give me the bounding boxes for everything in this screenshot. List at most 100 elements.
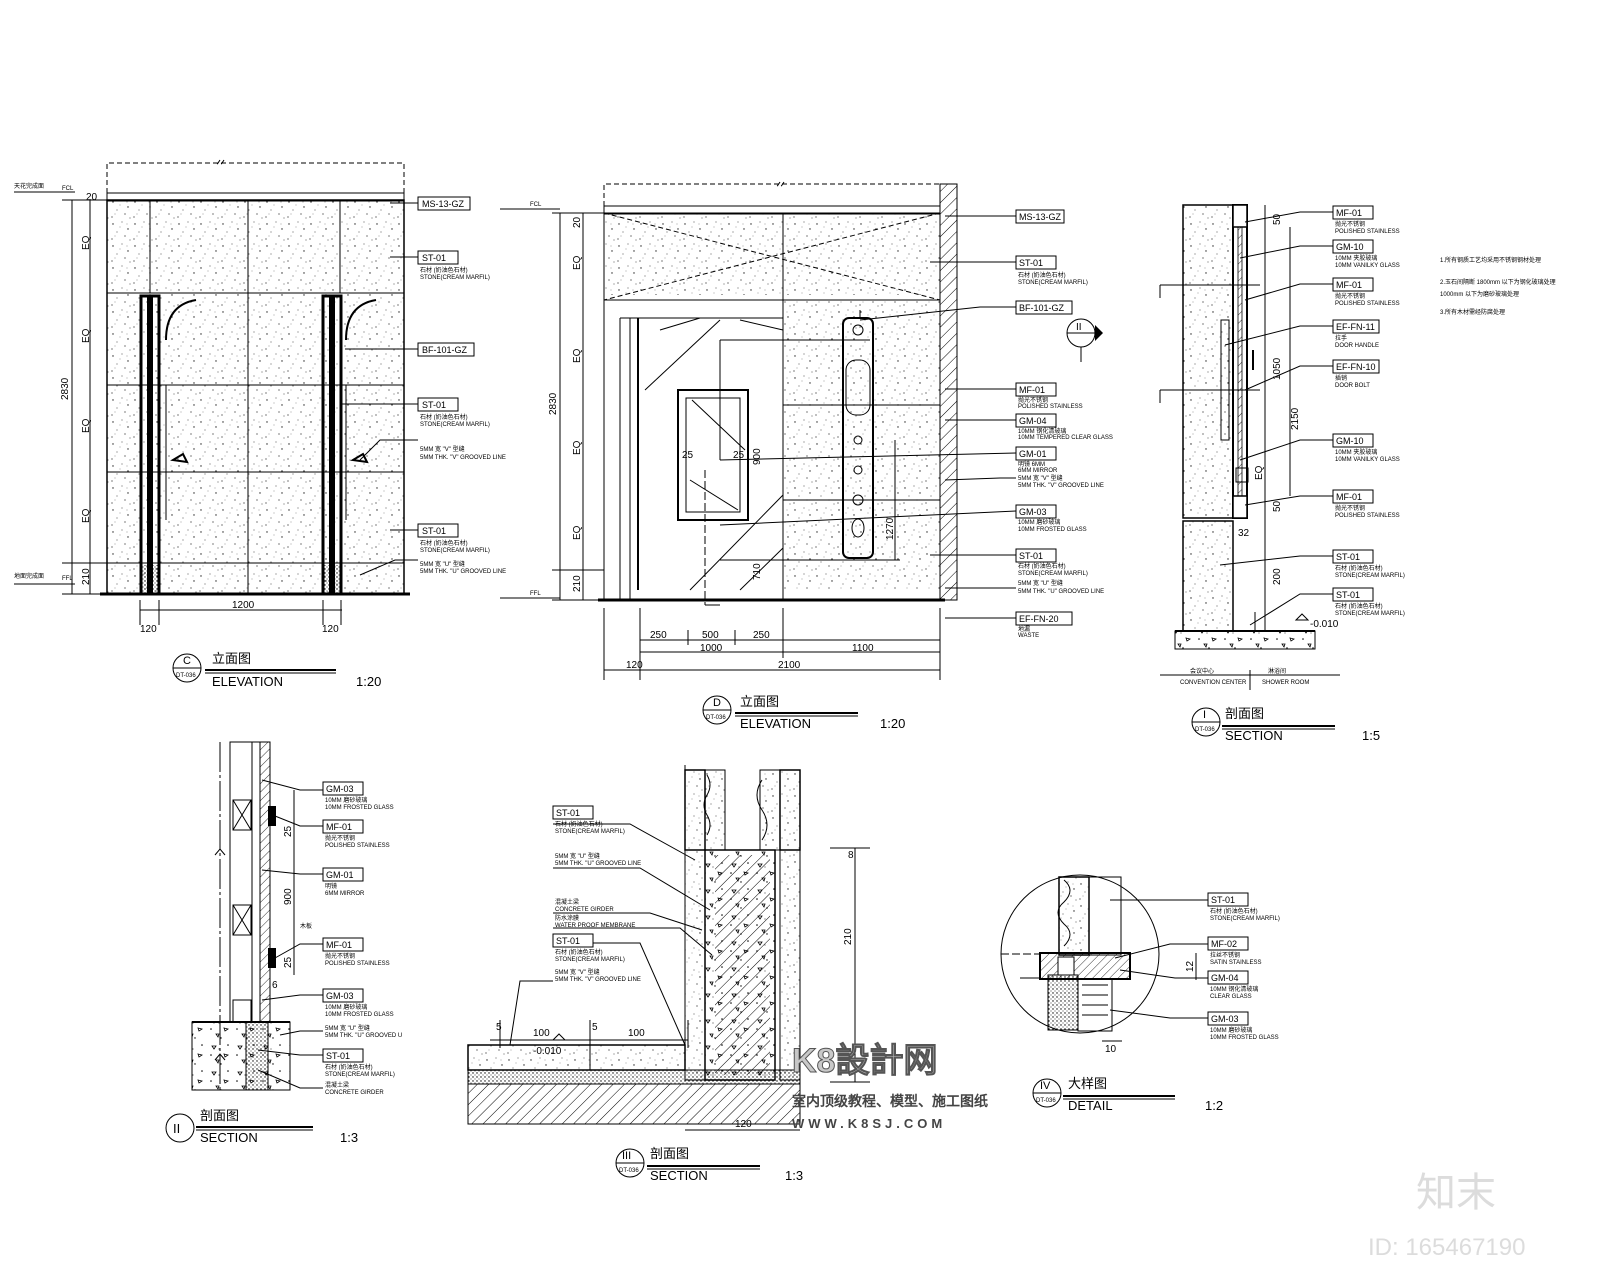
elev-d-scale: 1:20 (880, 716, 905, 731)
sec-1-tag-cn: 10MM 夹胶玻璃 (1335, 254, 1377, 262)
elev-c-ref: DT-036 (176, 673, 196, 679)
sec-1-tag-en: POLISHED STAINLESS (1335, 513, 1400, 519)
elevation-c-tags: MS-13-GZ ST-01 石材 (奶油色石材) STONE(CREAM MA… (417, 196, 506, 575)
elev-d-tag-code: MS-13-GZ (1019, 212, 1062, 222)
elev-d-tag-code: GM-01 (1019, 449, 1047, 459)
section-2-tags: GM-03 10MM 磨砂玻璃 10MM FROSTED GLASS MF-01… (322, 781, 402, 1096)
section-2: 25 900 25 6 木板 II 剖面图 SECTION 1:3 (165, 741, 358, 1145)
sec-3-tag-cn: 混凝土梁 (555, 898, 579, 906)
elevation-d: 20 2830 EQ EQ EQ EQ 210 FCL FFL 25 25 90… (500, 181, 1103, 731)
sec-1-scale: 1:5 (1362, 728, 1380, 743)
watermark-zhimo: 知末 ID: 165467190 (1368, 1171, 1525, 1261)
sec-1-mark: I (1203, 709, 1206, 721)
detail-title-cn: 大样图 (1068, 1076, 1107, 1091)
elev-c-eq-3: EQ (81, 418, 92, 433)
elev-c-ffl: FFL (62, 576, 73, 582)
sec-3-tag-en: CONCRETE GIRDER (555, 907, 614, 913)
sec-3-tag-en: 5MM THK. "U" GROOVED LINE (555, 861, 641, 867)
elev-d-tag-code: ST-01 (1019, 258, 1043, 268)
watermark-url: WWW.K8SJ.COM (792, 1116, 946, 1131)
sec-1-tag-en: 10MM VANILKY GLASS (1335, 263, 1400, 269)
elev-d-tag-en: WASTE (1018, 633, 1039, 639)
elevation-d-tags: MS-13-GZ ST-01 石材 (奶油色石材) STONE(CREAM MA… (1015, 209, 1113, 639)
sec-2-tag-cn: 抛光不锈钢 (325, 952, 355, 960)
elev-d-tag-en: 6MM MIRROR (1018, 468, 1058, 474)
detail-tag-code: GM-04 (1211, 973, 1239, 983)
sec-3-level: -0.010 (533, 1046, 562, 1057)
section-1-tags: MF-01 抛光不锈钢 POLISHED STAINLESS GM-10 10M… (1332, 205, 1405, 617)
sec-3-title-en: SECTION (650, 1168, 708, 1183)
sec-3-tag-code: ST-01 (556, 936, 580, 946)
sec-3-dim-a: 100 (533, 1028, 550, 1039)
sec-2-dim-a: 25 (283, 825, 294, 837)
elev-c-tag-en: 5MM THK. "V" GROOVED LINE (420, 455, 506, 461)
sec-1-tag-code: MF-01 (1336, 492, 1362, 502)
sec-1-dim-handle: 1050 (1272, 357, 1283, 380)
sec-1-dim-eq: EQ (1254, 465, 1265, 480)
watermark-brand: K8設計网 (792, 1042, 937, 1080)
elev-d-eq-2: EQ (572, 348, 583, 363)
elev-d-eq-4: EQ (572, 525, 583, 540)
detail-tag-cn: 10MM 钢化清玻璃 (1210, 985, 1258, 993)
elev-d-title-cn: 立面图 (740, 694, 779, 709)
elev-d-eq-3: EQ (572, 440, 583, 455)
elev-c-title-cn: 立面图 (212, 651, 251, 666)
sec-1-tag-code: MF-01 (1336, 208, 1362, 218)
detail-title-en: DETAIL (1068, 1098, 1113, 1113)
sec-2-tag-code: GM-01 (326, 870, 354, 880)
elev-d-tag-en: STONE(CREAM MARFIL) (1018, 571, 1088, 577)
sec-3-tag-en: WATER PROOF MEMBRANE (555, 923, 635, 929)
section-3: 210 8 100 100 5 5 -0.010 120 III DT-036 … (467, 765, 870, 1183)
sec-2-tag-code: ST-01 (326, 1051, 350, 1061)
elev-d-dim-gap-right: 25 (733, 450, 745, 461)
detail-tag-code: ST-01 (1211, 895, 1235, 905)
watermark-k8: K8設計网 室内顶级教程、模型、施工图纸 WWW.K8SJ.COM (792, 1042, 989, 1132)
sec-3-tag-en: 5MM THK. "V" GROOVED LINE (555, 977, 641, 983)
elev-c-tag-cn: 石材 (奶油色石材) (420, 413, 468, 421)
section-3-tags: ST-01 石材 (奶油色石材) STONE(CREAM MARFIL) 5MM… (552, 805, 641, 983)
elev-d-dim-mirror: 900 (752, 448, 763, 465)
elev-c-dim-top: 20 (86, 192, 98, 203)
sec-1-ref: DT-036 (1195, 727, 1215, 733)
detail-tag-en: CLEAR GLASS (1210, 994, 1252, 1000)
elev-c-tag-code: MS-13-GZ (422, 199, 465, 209)
sec-1-title-cn: 剖面图 (1225, 706, 1264, 721)
sec-2-tag-cn: 10MM 磨砂玻璃 (325, 796, 367, 804)
sec-3-dim-d: 5 (592, 1022, 598, 1033)
sec-2-tag-en: 10MM FROSTED GLASS (325, 805, 394, 811)
elev-c-tag-cn: 5MM 宽 "U" 型缝 (420, 560, 465, 568)
elev-d-tag-code: GM-04 (1019, 416, 1047, 426)
elev-d-dim-sill: 710 (752, 563, 763, 580)
elev-d-tag-cn: 10MM 钢化清玻璃 (1018, 427, 1066, 435)
elev-d-dim-total: 2100 (778, 660, 801, 671)
elev-c-dim-side-left: 120 (140, 624, 157, 635)
sec-2-tag-code: MF-01 (326, 822, 352, 832)
elev-d-dim-gap-left: 25 (682, 450, 694, 461)
elev-d-tag-cn: 5MM 宽 "V" 型缝 (1018, 474, 1063, 482)
elev-d-tag-code: MF-01 (1019, 385, 1045, 395)
sec-1-dim-base: 200 (1272, 568, 1283, 585)
detail-tag-code: MF-02 (1211, 939, 1237, 949)
note-line: 3.所有木材需经防腐处理 (1440, 308, 1505, 316)
elev-c-tag-code: BF-101-GZ (422, 345, 468, 355)
sec-2-tag-en: 5MM THK. "U" GROOVED U (325, 1033, 402, 1039)
sec-2-mark: II (173, 1121, 180, 1136)
elev-d-tag-en: STONE(CREAM MARFIL) (1018, 280, 1088, 286)
sec-2-tag-cn: 抛光不锈钢 (325, 834, 355, 842)
elev-d-tag-en: 10MM TEMPERED CLEAR GLASS (1018, 435, 1113, 441)
sec-3-dim-c: 5 (496, 1022, 502, 1033)
elev-d-tag-cn: 石材 (奶油色石材) (1018, 271, 1066, 279)
sec-3-tag-en: STONE(CREAM MARFIL) (555, 829, 625, 835)
sec-3-tag-cn: 石材 (奶油色石材) (555, 948, 603, 956)
elev-d-dim-e: 1100 (852, 643, 874, 654)
elev-d-fcl: FCL (530, 202, 542, 208)
sec-1-dim-bottom: 50 (1272, 500, 1283, 512)
sec-2-tag-code: GM-03 (326, 784, 354, 794)
sec-1-tag-en: DOOR HANDLE (1335, 343, 1379, 349)
detail-dim-b: 10 (1105, 1044, 1117, 1055)
sec-1-tag-en: STONE(CREAM MARFIL) (1335, 611, 1405, 617)
detail-4: 10 12 IV DT-036 大样图 DETAIL 1:2 (1000, 874, 1223, 1113)
sec-3-dim-b: 100 (628, 1028, 645, 1039)
elev-d-tag-cn: 10MM 磨砂玻璃 (1018, 518, 1060, 526)
